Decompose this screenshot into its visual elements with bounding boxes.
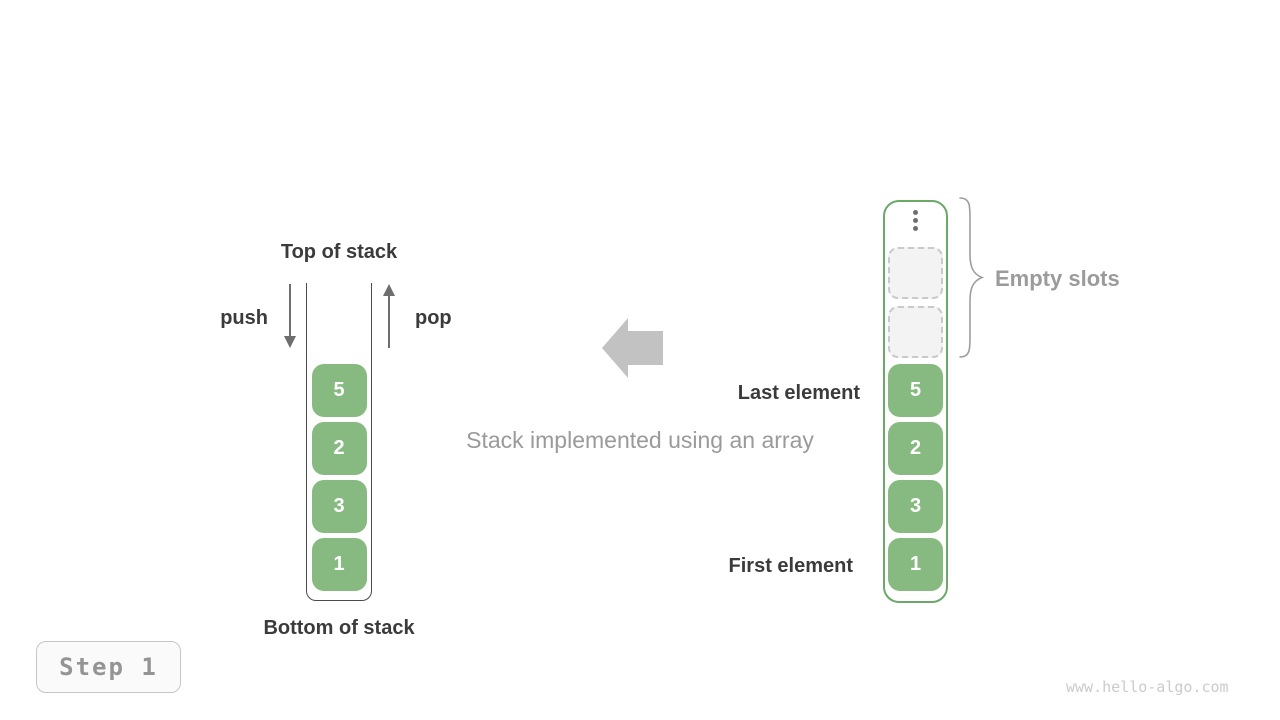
array-element: 1 xyxy=(888,538,943,591)
pop-label: pop xyxy=(415,307,452,329)
step-badge-label: Step 1 xyxy=(59,653,158,681)
left-arrow-icon xyxy=(602,318,663,378)
bottom-of-stack-label: Bottom of stack xyxy=(263,617,415,639)
empty-slots-brace-icon xyxy=(959,197,984,358)
push-label: push xyxy=(220,307,268,329)
array-element: 2 xyxy=(888,422,943,475)
vertical-ellipsis-icon xyxy=(913,210,918,231)
array-element: 3 xyxy=(888,480,943,533)
stack-element: 3 xyxy=(311,480,367,533)
diagram-caption: Stack implemented using an array xyxy=(466,427,814,453)
last-element-label: Last element xyxy=(737,382,860,404)
stack-element: 5 xyxy=(311,364,367,417)
push-down-arrow-icon xyxy=(284,284,296,348)
pop-up-arrow-icon xyxy=(383,284,395,348)
first-element-label: First element xyxy=(728,555,853,577)
step-badge: Step 1 xyxy=(36,641,181,693)
empty-slots xyxy=(888,247,943,358)
array-element: 5 xyxy=(888,364,943,417)
stack-element: 1 xyxy=(311,538,367,591)
top-of-stack-label: Top of stack xyxy=(280,241,398,263)
empty-slots-label: Empty slots xyxy=(995,266,1120,291)
empty-slot xyxy=(888,247,943,299)
empty-slot xyxy=(888,306,943,358)
stack-element: 2 xyxy=(311,422,367,475)
watermark: www.hello-algo.com xyxy=(1066,678,1229,696)
